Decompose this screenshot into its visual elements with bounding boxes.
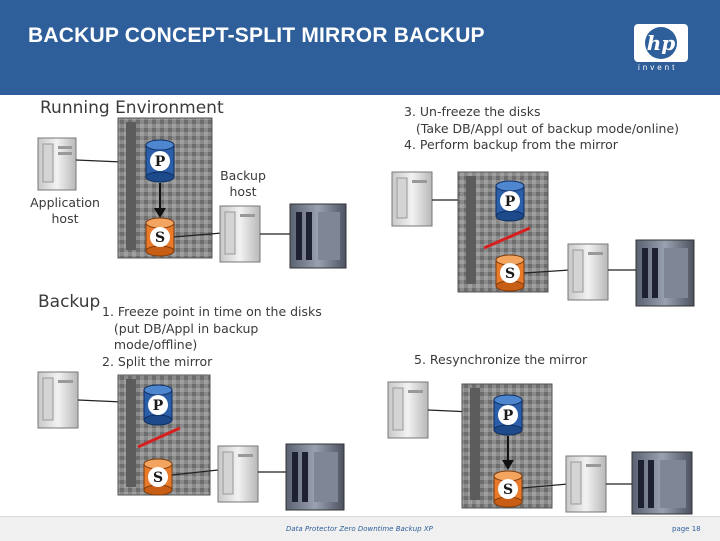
backup-host-server-icon	[565, 455, 607, 513]
sync-arrow	[154, 183, 166, 218]
storage-to-backup-connector	[173, 232, 223, 238]
panel-backup: P S	[37, 371, 345, 511]
hp-logo-text: hp	[647, 31, 676, 55]
resync-arrow	[502, 436, 514, 470]
primary-disk-label: P	[505, 194, 516, 210]
primary-disk-label: P	[153, 398, 164, 414]
backup-host-server-icon	[217, 445, 259, 503]
backup-host-label: Backup host	[220, 168, 266, 199]
secondary-disk-icon: S	[493, 470, 523, 508]
primary-disk-icon: P	[493, 394, 523, 436]
backup-steps: 1. Freeze point in time on the disks (pu…	[102, 304, 322, 369]
secondary-disk-icon: S	[495, 254, 525, 292]
application-host-server-icon	[391, 171, 433, 227]
running-environment-title: Running Environment	[40, 98, 224, 118]
primary-disk-icon: P	[495, 180, 525, 222]
tape-library-icon	[635, 239, 695, 307]
backup-title: Backup	[38, 292, 101, 312]
split-marker	[137, 426, 181, 449]
primary-disk-label: P	[503, 408, 514, 424]
storage-to-backup-connector	[171, 469, 219, 476]
backup-host-server-icon	[219, 205, 261, 263]
hp-tagline: invent	[638, 63, 678, 72]
split-marker	[483, 226, 531, 250]
slide-title: BACKUP CONCEPT-SPLIT MIRROR BACKUP	[28, 24, 485, 47]
application-host-server-icon	[387, 381, 429, 439]
primary-disk-icon: P	[143, 384, 173, 426]
storage-to-backup-connector	[521, 483, 569, 489]
slide-header: BACKUP CONCEPT-SPLIT MIRROR BACKUP hp in…	[0, 0, 720, 95]
storage-to-backup-connector	[523, 269, 571, 274]
secondary-disk-label: S	[153, 470, 163, 486]
secondary-disk-icon: S	[143, 458, 173, 496]
secondary-disk-label: S	[503, 482, 513, 498]
backup-host-server-icon	[567, 243, 609, 301]
application-host-server-icon	[37, 137, 77, 191]
panel-resync: P S	[387, 381, 693, 515]
secondary-disk-label: S	[155, 230, 165, 246]
application-host-label: Application host	[30, 195, 100, 226]
footer-text: Data Protector Zero Downtime Backup XP	[286, 525, 433, 533]
primary-disk-label: P	[155, 154, 166, 170]
resync-steps: 5. Resynchronize the mirror	[414, 352, 588, 367]
panel-running-environment: P S	[37, 117, 347, 269]
tape-library-icon	[631, 451, 693, 515]
tape-library-icon	[289, 203, 347, 269]
tape-library-icon	[285, 443, 345, 511]
secondary-disk-icon: S	[145, 217, 175, 257]
unfreeze-steps: 3. Un-freeze the disks (Take DB/Appl out…	[404, 104, 680, 152]
hp-logo: hp	[634, 24, 688, 62]
primary-disk-icon: P	[145, 139, 175, 183]
application-host-server-icon	[37, 371, 79, 429]
secondary-disk-label: S	[505, 266, 515, 282]
slide-footer: Data Protector Zero Downtime Backup XP p…	[0, 516, 720, 541]
page-number: page 18	[672, 525, 701, 533]
panel-unfreeze: P S	[391, 171, 695, 307]
